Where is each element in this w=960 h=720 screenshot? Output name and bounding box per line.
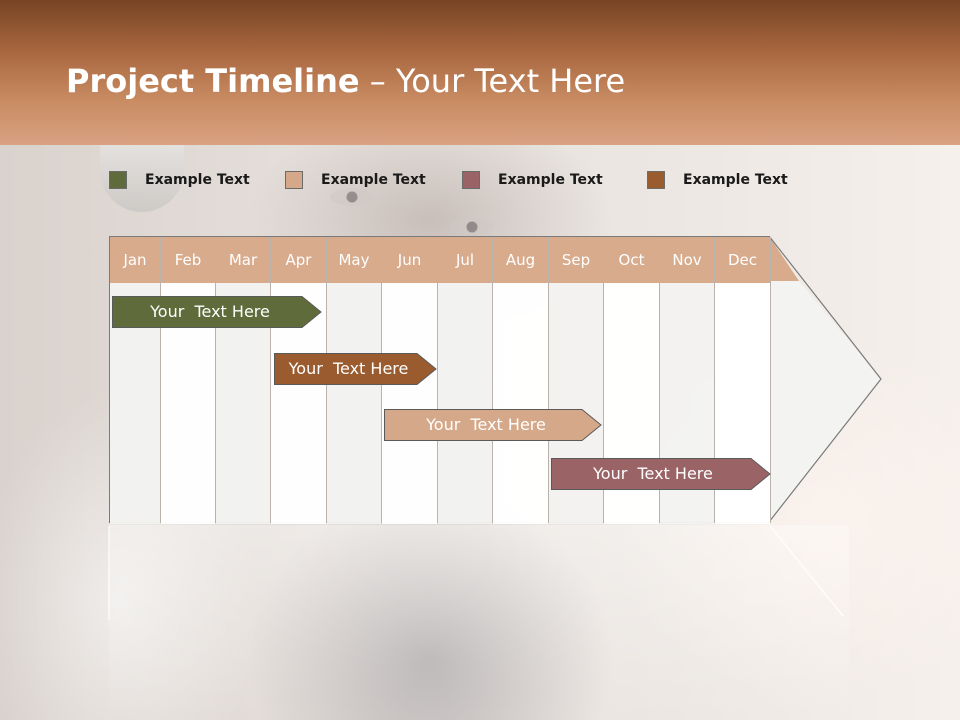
title-bold: Project Timeline	[66, 62, 360, 100]
task-label: Your Text Here	[288, 359, 409, 378]
task-arrow-fill	[384, 409, 602, 441]
task-arrow-fill	[551, 458, 771, 490]
timeline-arrow-head	[769, 236, 882, 523]
legend-item: Example Text	[462, 170, 603, 190]
month-header: Jul	[438, 237, 492, 283]
task-bar[interactable]: Your Text Here	[112, 296, 322, 328]
month-column: May	[327, 237, 382, 524]
legend-item: Example Text	[285, 170, 426, 190]
task-label: Your Text Here	[593, 464, 713, 483]
month-header: Jan	[110, 237, 160, 283]
legend-label: Example Text	[683, 172, 788, 188]
legend-item: Example Text	[647, 170, 788, 190]
task-bar[interactable]: Your Text Here	[551, 458, 771, 490]
legend-swatch	[285, 171, 303, 189]
task-bar[interactable]: Your Text Here	[384, 409, 602, 441]
month-column: Jan	[110, 237, 161, 524]
legend-label: Example Text	[321, 172, 426, 188]
legend-label: Example Text	[498, 172, 603, 188]
month-header: Mar	[216, 237, 270, 283]
month-column: Apr	[271, 237, 327, 524]
month-column: Aug	[493, 237, 549, 524]
month-header: Aug	[493, 237, 548, 283]
month-header: Feb	[161, 237, 215, 283]
legend-swatch	[462, 171, 480, 189]
legend-swatch	[109, 171, 127, 189]
legend-swatch	[647, 171, 665, 189]
month-header: Apr	[271, 237, 326, 283]
task-label: Your Text Here	[426, 415, 546, 434]
month-column: Jun	[382, 237, 438, 524]
month-header: May	[327, 237, 381, 283]
month-column: Jul	[438, 237, 493, 524]
task-arrow-fill	[274, 353, 437, 385]
task-arrow-shape	[551, 458, 771, 490]
page-title: Project Timeline – Your Text Here	[66, 62, 625, 100]
task-label: Your Text Here	[150, 302, 270, 321]
month-column: Feb	[161, 237, 216, 524]
timeline-reflection	[109, 525, 849, 720]
task-arrow-shape	[112, 296, 322, 328]
reflection-lines	[108, 525, 844, 620]
task-arrow-fill	[112, 296, 322, 328]
title-banner: Project Timeline – Your Text Here	[0, 0, 960, 145]
month-header: Nov	[660, 237, 714, 283]
eye-image	[330, 188, 374, 206]
month-header: Dec	[715, 237, 770, 283]
legend-label: Example Text	[145, 172, 250, 188]
month-header: Jun	[382, 237, 437, 283]
month-header: Oct	[604, 237, 659, 283]
task-arrow-shape	[384, 409, 602, 441]
month-header: Sep	[549, 237, 603, 283]
eye-image	[450, 218, 494, 236]
task-arrow-shape	[274, 353, 437, 385]
task-bar[interactable]: Your Text Here	[274, 353, 437, 385]
legend-item: Example Text	[109, 170, 250, 190]
title-rest: – Your Text Here	[359, 62, 626, 100]
month-column: Mar	[216, 237, 271, 524]
